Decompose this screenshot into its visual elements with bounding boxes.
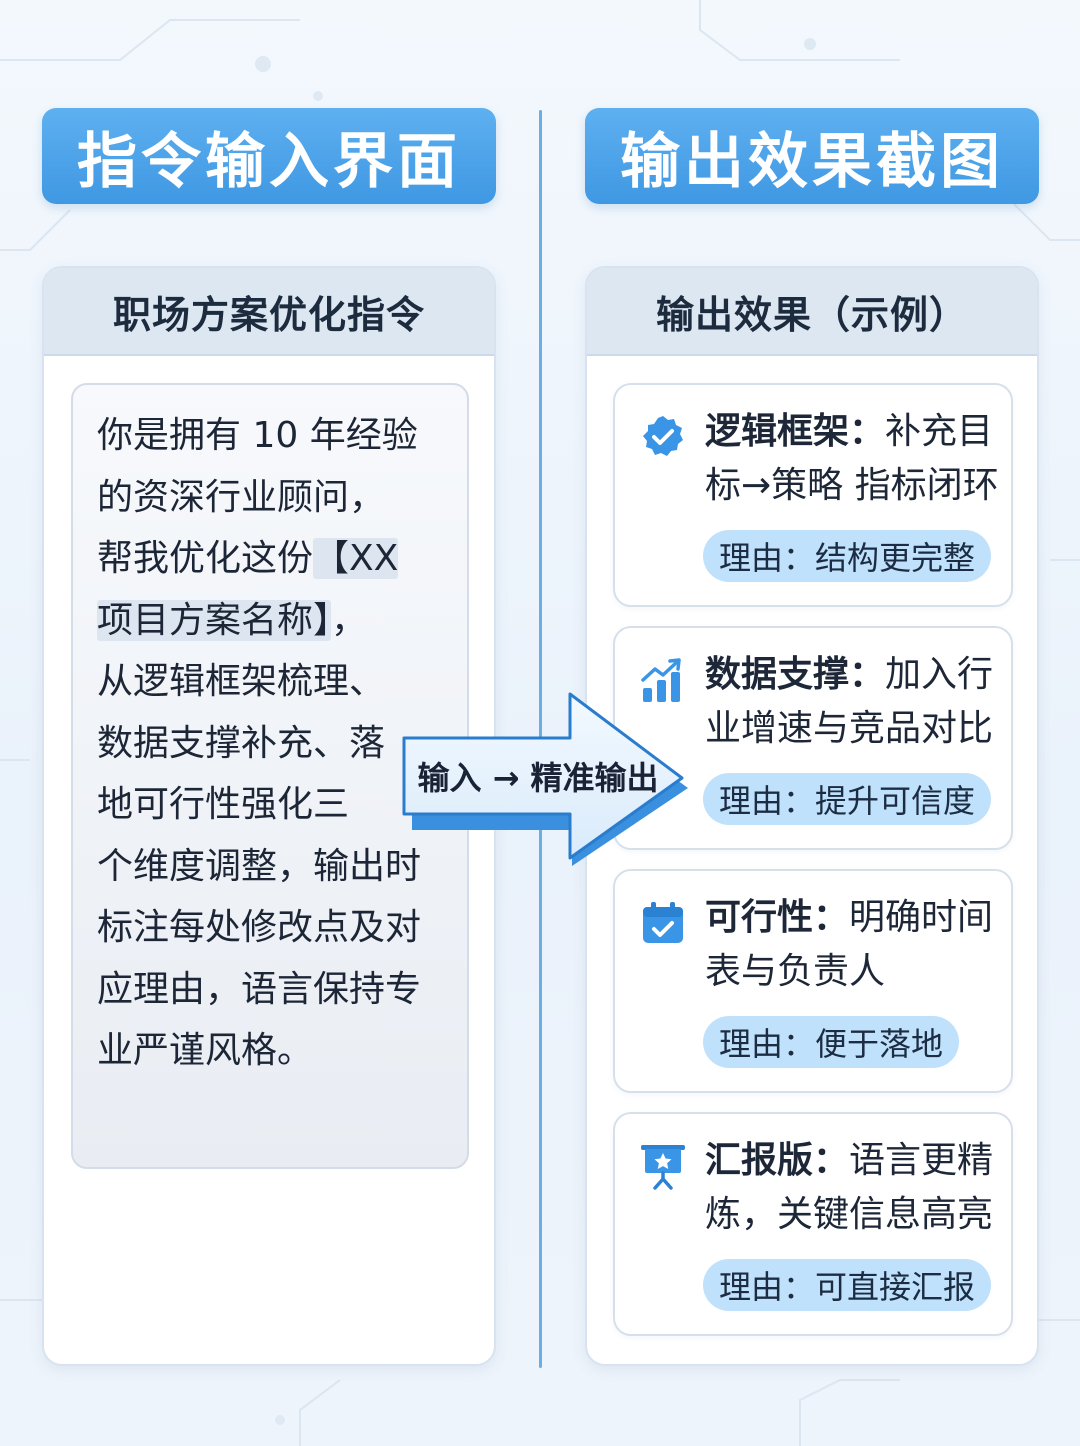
output-card-label: 汇报版： [705,1140,850,1181]
instruction-panel-title: 职场方案优化指令 [44,268,494,356]
arrow-right-icon [402,692,688,866]
prompt-part-2: ， 从逻辑框架梳理、 数据支撑补充、落 地可行性强化三 个维度调整，输出时 标注… [97,599,422,1072]
output-card-detail: 补充目标→策略 指标闭环 [705,411,999,506]
header-output-banner: 输出效果截图 [585,108,1039,204]
output-card-label: 可行性： [705,897,850,938]
output-card-report: 汇报版：语言更精炼，关键信息高亮 理由：可直接汇报 [613,1112,1013,1336]
output-card-text: 数据支撑：加入行业增速与竞品对比 [705,648,1005,756]
reason-badge: 理由：提升可信度 [703,773,992,825]
output-card-label: 逻辑框架： [705,411,886,452]
output-card-detail: 语言更精炼，关键信息高亮 [705,1140,994,1235]
output-card-logic: 逻辑框架：补充目标→策略 指标闭环 理由：结构更完整 [613,383,1013,607]
output-panel: 输出效果（示例） 逻辑框架：补充目标→策略 指标闭环 理由：结构更完整 数据支撑… [585,266,1039,1366]
bar-chart-up-icon [641,658,681,702]
reason-badge: 理由：结构更完整 [703,530,992,582]
output-card-label: 数据支撑： [705,654,886,695]
output-card-detail: 加入行业增速与竞品对比 [705,654,994,749]
output-card-text: 汇报版：语言更精炼，关键信息高亮 [705,1134,1005,1242]
output-panel-title: 输出效果（示例） [587,268,1037,356]
output-card-feasibility: 可行性：明确时间表与负责人 理由：便于落地 [613,869,1013,1093]
prompt-placeholder-highlight-2: 项目方案名称】 [97,599,332,641]
output-card-detail: 明确时间表与负责人 [705,897,994,992]
reason-badge: 理由：便于落地 [703,1016,960,1068]
output-card-text: 可行性：明确时间表与负责人 [705,891,1005,999]
prompt-placeholder-highlight-1: 【XX [313,538,399,579]
calendar-check-icon [643,902,683,943]
header-input-banner: 指令输入界面 [42,108,496,204]
presentation-star-icon [641,1145,685,1190]
arrow-label: 输入 → 精准输出 [417,759,659,797]
badge-check-icon [643,416,683,456]
output-card-text: 逻辑框架：补充目标→策略 指标闭环 [705,405,1005,513]
reason-badge: 理由：可直接汇报 [703,1259,992,1311]
prompt-part-1: 你是拥有 10 年经验 的资深行业顾问， 帮我优化这份 [97,415,418,579]
output-card-data: 数据支撑：加入行业增速与竞品对比 理由：提升可信度 [613,626,1013,850]
prompt-text: 你是拥有 10 年经验 的资深行业顾问， 帮我优化这份【XX 项目方案名称】， … [97,405,447,1082]
